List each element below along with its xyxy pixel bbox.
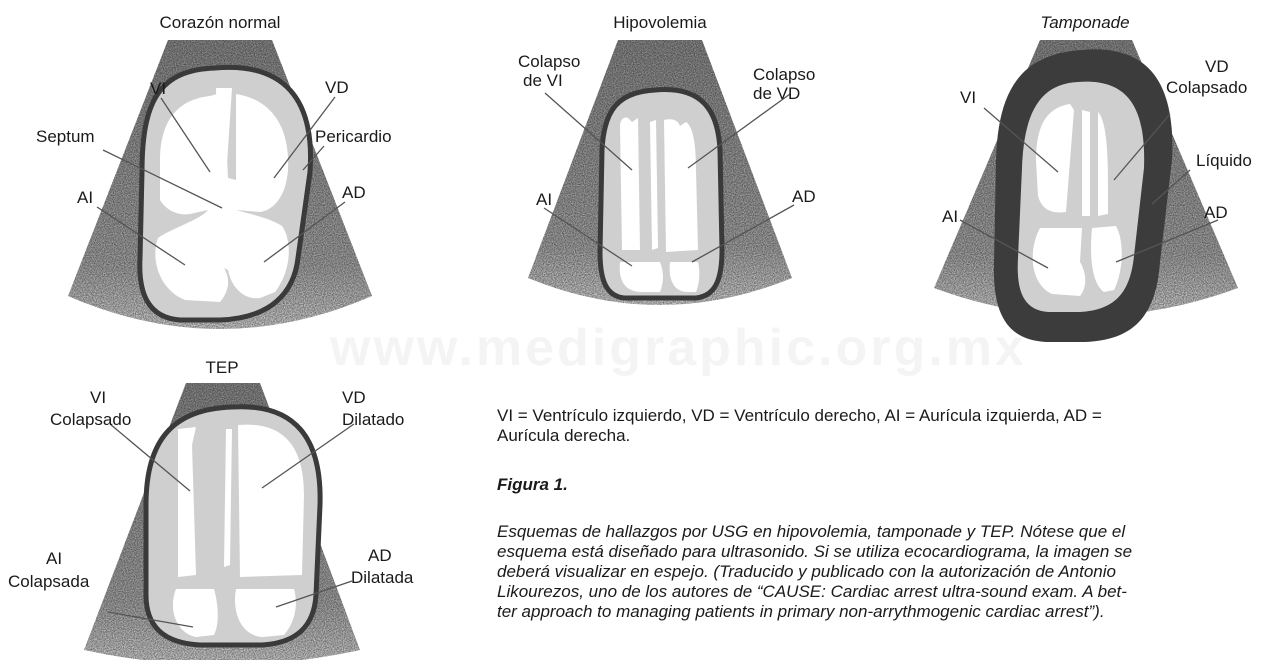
description-line: esquema está diseñado para ultrasonido. … <box>497 542 1271 562</box>
figure-description: Esquemas de hallazgos por USG en hipovol… <box>497 522 1271 660</box>
label-colapso-vd-line1: Colapso <box>753 65 815 84</box>
label-ad: AD <box>1204 203 1228 222</box>
label-vd-line2: Dilatado <box>342 410 404 429</box>
panel-title: TEP <box>205 358 238 377</box>
panel-tamponade: Tamponade VI VD Colapsado Líquido AI AD <box>920 0 1271 350</box>
label-ai: AI <box>77 188 93 207</box>
label-vd-line1: VD <box>342 388 366 407</box>
label-ad-line2: Dilatada <box>351 568 414 587</box>
label-colapso-vi-line2: de VI <box>523 71 563 90</box>
description-line: Esquemas de hallazgos por USG en hipovol… <box>497 522 1271 542</box>
abbreviations-line: VI = Ventrículo izquierdo, VD = Ventrícu… <box>497 406 1271 426</box>
label-ai-line1: AI <box>46 549 62 568</box>
label-colapso-vi-line1: Colapso <box>518 52 580 71</box>
panel-tep: TEP VI Colapsado VD Dilatado AI Colapsad… <box>0 345 460 660</box>
label-vi-line2: Colapsado <box>50 410 131 429</box>
panel-normal-heart: Corazón normal VI VD Septum Pericardio A… <box>60 0 420 350</box>
label-vi: VI <box>150 79 166 98</box>
label-vd-line1: VD <box>1205 57 1229 76</box>
abbreviations-line: Aurícula derecha. <box>497 426 1271 446</box>
label-vi: VI <box>960 88 976 107</box>
label-ad: AD <box>792 187 816 206</box>
label-ai: AI <box>536 190 552 209</box>
label-vd-line2: Colapsado <box>1166 78 1247 97</box>
panel-title: Corazón normal <box>160 13 281 32</box>
label-ai: AI <box>942 207 958 226</box>
panel-title: Hipovolemia <box>613 13 707 32</box>
label-ad-line1: AD <box>368 546 392 565</box>
description-line: ter approach to managing patients in pri… <box>497 602 1271 622</box>
label-pericardio: Pericardio <box>315 127 392 146</box>
label-septum: Septum <box>36 127 95 146</box>
label-ai-line2: Colapsada <box>8 572 90 591</box>
label-liquido: Líquido <box>1196 151 1252 170</box>
label-colapso-vd-line2: de VD <box>753 84 800 103</box>
description-line: deberá visualizar en espejo. (Traducido … <box>497 562 1271 582</box>
panel-hypovolemia: Hipovolemia Colapso de VI Colapso de VD … <box>500 0 860 330</box>
abbreviations-legend: VI = Ventrículo izquierdo, VD = Ventrícu… <box>497 406 1271 446</box>
panel-title: Tamponade <box>1040 13 1129 32</box>
description-line: Likourezos, uno de los autores de “CAUSE… <box>497 582 1271 602</box>
label-vd: VD <box>325 78 349 97</box>
figure-title: Figura 1. <box>497 475 1271 495</box>
label-ad: AD <box>342 183 366 202</box>
label-vi-line1: VI <box>90 388 106 407</box>
